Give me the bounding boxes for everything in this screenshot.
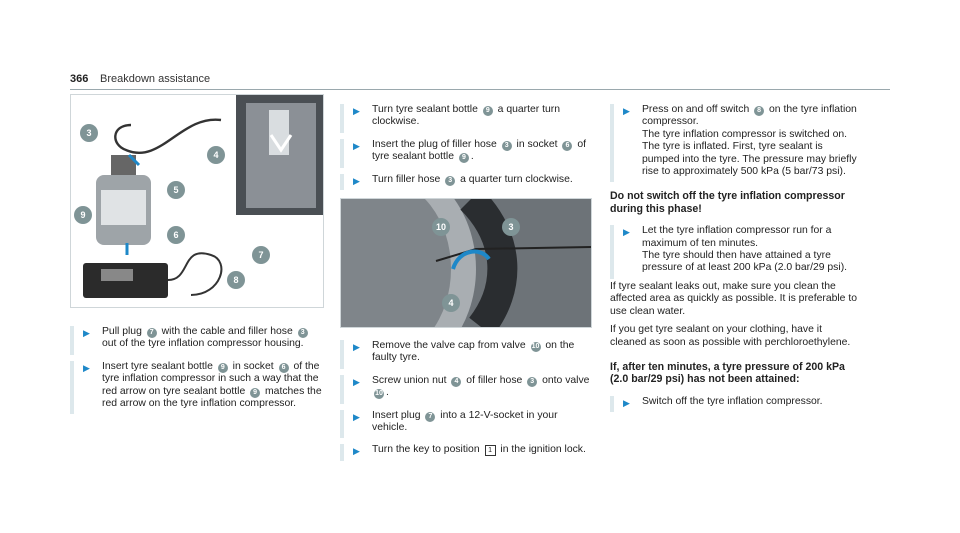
callout-6-text: 6	[173, 230, 178, 240]
callout-3-text: 3	[86, 128, 91, 138]
step-text: Insert the plug of filler hose 3 in sock…	[372, 138, 586, 164]
column-3: ▶ Press on and off switch 8 on the tyre …	[610, 94, 860, 413]
step-press-switch: ▶ Press on and off switch 8 on the tyre …	[610, 104, 860, 183]
step-arrow-icon: ▶	[353, 106, 360, 116]
callout-8-text: 8	[233, 275, 238, 285]
step-screw-union-nut: ▶ Screw union nut 4 of filler hose 3 ont…	[340, 374, 590, 404]
callout-10	[432, 218, 450, 237]
step-result: The tyre should then have attained a tyr…	[642, 250, 848, 274]
callout-4-text: 4	[213, 150, 218, 160]
step-turn-hose: ▶ Turn filler hose 3 a quarter turn cloc…	[340, 173, 590, 191]
step-text: Insert plug 7 into a 12-V-socket in your…	[372, 409, 558, 434]
step-arrow-icon: ▶	[353, 140, 360, 151]
step-let-run: ▶ Let the tyre inflation compressor run …	[610, 225, 860, 279]
key-position-icon: 1	[484, 445, 496, 457]
compressor-kit-figure: 3 4 5 9 6 7 8	[70, 94, 324, 308]
step-arrow-icon: ▶	[83, 328, 90, 338]
step-remove-valve-cap: ▶ Remove the valve cap from valve 10 on …	[340, 340, 590, 369]
step-arrow-icon: ▶	[353, 411, 360, 422]
callout-10-text: 10	[436, 222, 446, 232]
warning-pressure-not-attained: If, after ten minutes, a tyre pressure o…	[610, 360, 845, 386]
step-switch-off: ▶ Switch off the tyre inflation compress…	[610, 395, 860, 413]
callout-9-text: 9	[80, 210, 85, 220]
step-text: Turn the key to position 1 in the igniti…	[372, 444, 586, 457]
callout-5	[167, 181, 185, 199]
page-header: 366 Breakdown assistance	[70, 73, 890, 90]
warning-do-not-switch-off: Do not switch off the tyre inflation com…	[610, 190, 845, 215]
step-text: Let the tyre inflation compressor run fo…	[642, 225, 832, 249]
step-text: Insert tyre sealant bottle 9 in socket 6…	[102, 360, 322, 410]
step-arrow-icon: ▶	[623, 227, 630, 238]
callout-7-text: 7	[258, 250, 263, 260]
info-sealant-leak: If tyre sealant leaks out, make sure you…	[610, 280, 858, 317]
callout-3-text: 3	[508, 222, 513, 232]
valve-figure: 10 3 4	[340, 198, 592, 329]
callout-4	[207, 146, 225, 164]
callout-7	[252, 246, 270, 264]
step-insert-bottle: ▶ Insert tyre sealant bottle 9 in socket…	[70, 360, 322, 415]
section-title: Breakdown assistance	[100, 73, 211, 85]
step-turn-key: ▶ Turn the key to position 1 in the igni…	[340, 444, 590, 462]
step-arrow-icon: ▶	[353, 175, 360, 186]
step-text: Switch off the tyre inflation compressor…	[642, 395, 823, 407]
step-insert-hose-plug: ▶ Insert the plug of filler hose 3 in so…	[340, 138, 590, 168]
step-result-2: The tyre is inflated. First, tyre sealan…	[642, 141, 857, 178]
step-text: Press on and off switch 8 on the tyre in…	[642, 104, 857, 128]
step-arrow-icon: ▶	[353, 342, 360, 353]
valve-illustration: 10 3 4	[341, 199, 591, 328]
callout-3	[80, 124, 98, 142]
column-1: 3 4 5 9 6 7 8 ▶ Pull plug 7 with the cab…	[70, 94, 324, 415]
step-text: Turn filler hose 3 a quarter turn clockw…	[372, 173, 573, 186]
page-number: 366	[70, 73, 89, 85]
step-arrow-icon: ▶	[623, 106, 630, 116]
callout-4-text: 4	[448, 298, 453, 308]
step-text: Screw union nut 4 of filler hose 3 onto …	[372, 374, 590, 400]
step-result-1: The tyre inflation compressor is switche…	[642, 128, 848, 140]
step-turn-bottle: ▶ Turn tyre sealant bottle 9 a quarter t…	[340, 104, 590, 133]
step-arrow-icon: ▶	[623, 397, 630, 408]
callout-4	[442, 294, 460, 313]
column-2: ▶ Turn tyre sealant bottle 9 a quarter t…	[340, 94, 592, 462]
info-sealant-clothing: If you get tyre sealant on your clothing…	[610, 324, 851, 348]
step-insert-plug: ▶ Insert plug 7 into a 12-V-socket in yo…	[340, 409, 590, 439]
callout-5-text: 5	[173, 185, 178, 195]
step-text: Turn tyre sealant bottle 9 a quarter tur…	[372, 104, 561, 128]
compressor-kit-illustration: 3 4 5 9 6 7 8	[74, 95, 323, 298]
callout-9	[74, 206, 92, 224]
step-text: Remove the valve cap from valve 10 on th…	[372, 340, 575, 364]
step-arrow-icon: ▶	[353, 376, 360, 387]
callout-3	[502, 218, 520, 237]
step-pull-plug: ▶ Pull plug 7 with the cable and filler …	[70, 326, 322, 355]
step-arrow-icon: ▶	[83, 362, 90, 373]
callout-8	[227, 271, 245, 289]
step-arrow-icon: ▶	[353, 446, 360, 457]
callout-6	[167, 226, 185, 244]
step-text: Pull plug 7 with the cable and filler ho…	[102, 326, 322, 351]
